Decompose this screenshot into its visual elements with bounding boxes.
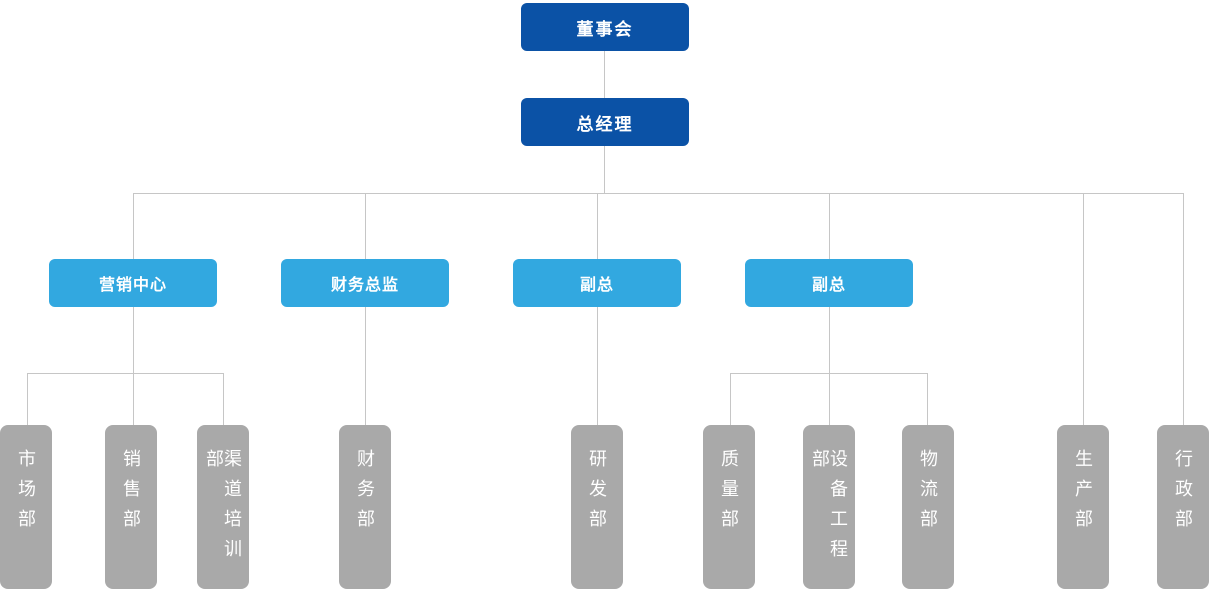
node-board: 董事会	[521, 3, 689, 51]
node-dept-sales: 销售部	[105, 425, 157, 589]
node-deputy-gm-1-label: 副总	[579, 277, 614, 294]
connector-drop-rnd-dept	[597, 307, 598, 425]
node-dept-quality-label: 质量部	[719, 449, 739, 539]
connector-deputy2-stem	[829, 307, 830, 425]
node-marketing-center: 营销中心	[49, 259, 217, 307]
connector-drop-channel-training	[223, 373, 224, 425]
connector-gm-stem	[604, 146, 605, 193]
node-dept-rnd: 研发部	[571, 425, 623, 589]
connector-drop-finance-dept	[365, 307, 366, 425]
node-dept-market: 市场部	[0, 425, 52, 589]
node-dept-sales-label: 销售部	[121, 449, 141, 539]
node-marketing-center-label: 营销中心	[98, 277, 167, 294]
connector-drop-deputy-gm-2	[829, 193, 830, 259]
node-general-manager-label: 总经理	[576, 114, 634, 134]
node-finance-director: 财务总监	[281, 259, 449, 307]
connector-drop-logistics-dept	[927, 373, 928, 425]
node-dept-quality: 质量部	[703, 425, 755, 589]
connector-board-to-gm	[604, 50, 605, 98]
connector-main-horizontal	[133, 193, 1184, 194]
node-general-manager: 总经理	[521, 98, 689, 146]
connector-marketing-horizontal	[27, 373, 224, 374]
connector-drop-admin	[1183, 193, 1184, 425]
node-dept-finance: 财务部	[339, 425, 391, 589]
node-dept-production-label: 生产部	[1073, 449, 1093, 539]
node-dept-channel-training-label: 渠道培训部	[204, 449, 242, 569]
node-dept-equipment-engineering: 设备工程部	[803, 425, 855, 589]
node-deputy-gm-2-label: 副总	[811, 277, 846, 294]
node-dept-channel-training: 渠道培训部	[197, 425, 249, 589]
connector-drop-quality-dept	[730, 373, 731, 425]
node-board-label: 董事会	[576, 19, 634, 39]
node-dept-finance-label: 财务部	[355, 449, 375, 539]
node-dept-admin: 行政部	[1157, 425, 1209, 589]
node-dept-equipment-engineering-label: 设备工程部	[810, 449, 848, 569]
connector-deputy2-horizontal	[730, 373, 928, 374]
node-deputy-gm-2: 副总	[745, 259, 913, 307]
node-dept-admin-label: 行政部	[1173, 449, 1193, 539]
node-dept-production: 生产部	[1057, 425, 1109, 589]
connector-drop-market-dept	[27, 373, 28, 425]
connector-drop-deputy-gm-1	[597, 193, 598, 259]
connector-drop-marketing-center	[133, 193, 134, 259]
connector-drop-production	[1083, 193, 1084, 425]
node-dept-market-label: 市场部	[16, 449, 36, 539]
node-deputy-gm-1: 副总	[513, 259, 681, 307]
node-dept-logistics-label: 物流部	[918, 449, 938, 539]
node-dept-rnd-label: 研发部	[587, 449, 607, 539]
connector-marketing-stem	[133, 307, 134, 425]
node-finance-director-label: 财务总监	[330, 277, 399, 294]
node-dept-logistics: 物流部	[902, 425, 954, 589]
connector-drop-finance-director	[365, 193, 366, 259]
